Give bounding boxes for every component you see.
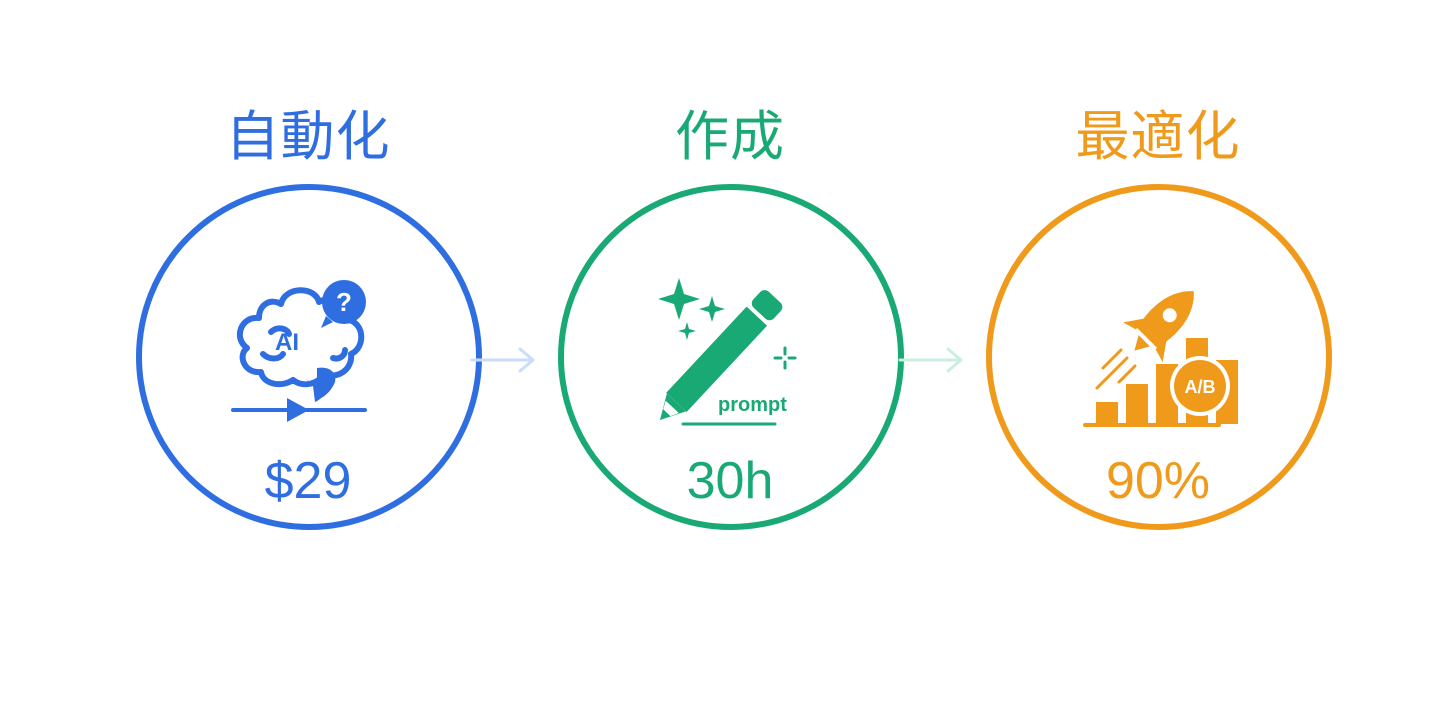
step-value: 90% bbox=[1105, 452, 1211, 510]
question-badge: ? bbox=[336, 287, 352, 317]
step-title: 作成 bbox=[675, 105, 785, 168]
step-creation: 作成 prompt 30h bbox=[550, 0, 910, 720]
step-value: $29 bbox=[264, 452, 352, 510]
prompt-label: prompt bbox=[718, 394, 787, 416]
step-automation: 自動化 AI ? $29 bbox=[128, 0, 488, 720]
arrow-right-icon bbox=[470, 347, 535, 373]
rocket-chart-icon: A/B bbox=[1083, 291, 1238, 427]
ab-test-badge: A/B bbox=[1185, 377, 1216, 397]
arrow-right-icon bbox=[898, 347, 963, 373]
step-circle bbox=[986, 184, 1332, 530]
step-title: 最適化 bbox=[1075, 105, 1241, 168]
ai-label: AI bbox=[275, 329, 299, 356]
pencil-sparkle-icon: prompt bbox=[658, 278, 797, 426]
step-optimization: 最適化 A/B 90% bbox=[978, 0, 1338, 720]
step-circle bbox=[558, 184, 904, 530]
step-value: 30h bbox=[686, 452, 774, 510]
step-title: 自動化 bbox=[225, 105, 391, 168]
brain-ai-icon: AI ? bbox=[231, 280, 367, 422]
step-circle bbox=[136, 184, 482, 530]
